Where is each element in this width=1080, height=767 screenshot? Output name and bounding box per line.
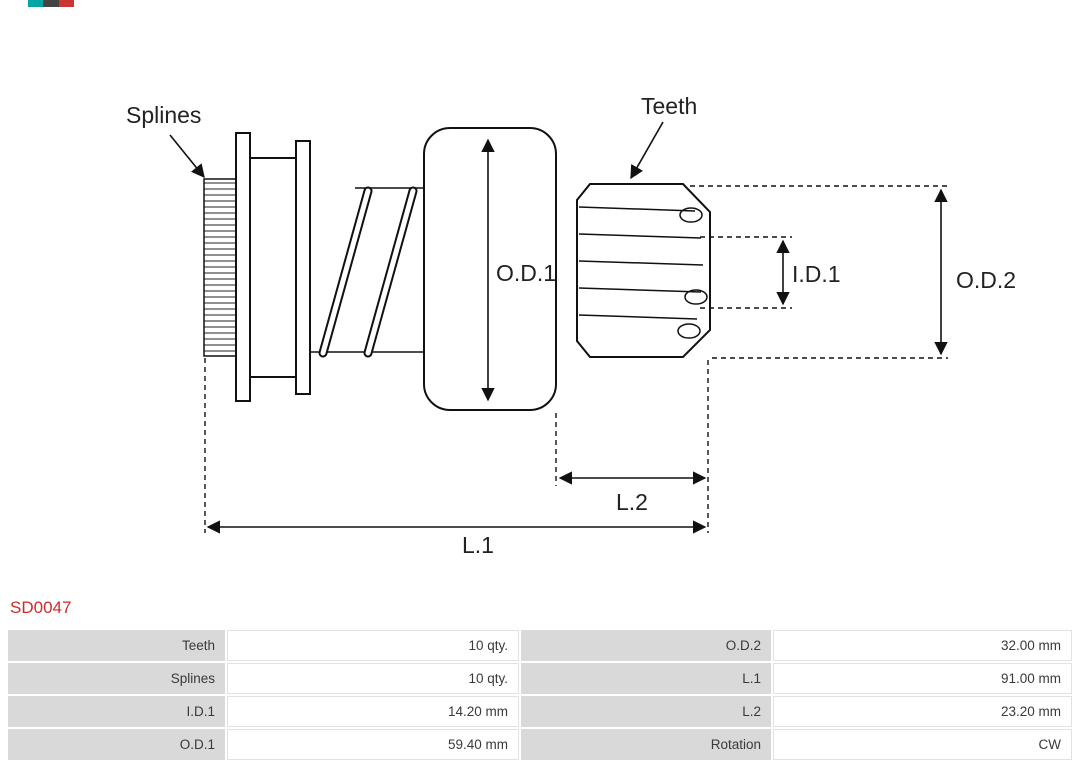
od1-label: O.D.1: [496, 260, 556, 286]
spec-value: 23.20 mm: [773, 696, 1072, 727]
l1-label: L.1: [462, 532, 494, 558]
technical-drawing: Splines Teeth O.D.1 I.D.1 O.D.2 L.2 L.1: [126, 93, 1016, 558]
spec-label: L.2: [521, 696, 771, 727]
spec-value: CW: [773, 729, 1072, 760]
starter-drive-drawing: Splines Teeth O.D.1 I.D.1 O.D.2 L.2 L.1: [126, 93, 1016, 558]
spec-value: 10 qty.: [227, 663, 519, 694]
spec-label: O.D.2: [521, 630, 771, 661]
logo-segment-red: [58, 0, 74, 7]
dimension-arrows: [206, 138, 948, 534]
spec-table: Teeth 10 qty. O.D.2 32.00 mm Splines 10 …: [8, 630, 1072, 760]
spec-label: O.D.1: [8, 729, 225, 760]
partial-logo: [28, 0, 74, 7]
spring: [318, 186, 418, 358]
teeth-label: Teeth: [641, 93, 697, 119]
splines-label: Splines: [126, 102, 201, 128]
spec-value: 32.00 mm: [773, 630, 1072, 661]
part-number: SD0047: [10, 598, 72, 617]
spec-label: Teeth: [8, 630, 225, 661]
pinion-gear: [576, 183, 711, 358]
spec-value: 10 qty.: [227, 630, 519, 661]
l2-label: L.2: [616, 489, 648, 515]
splined-shaft: [203, 178, 237, 357]
logo-segment-dark: [43, 0, 59, 7]
logo-segment-teal: [28, 0, 44, 7]
spec-value: 14.20 mm: [227, 696, 519, 727]
spec-value: 91.00 mm: [773, 663, 1072, 694]
spec-label: Rotation: [521, 729, 771, 760]
spec-label: Splines: [8, 663, 225, 694]
spec-label: L.1: [521, 663, 771, 694]
leader-arrows: [169, 121, 664, 180]
gear-teeth-lines: [578, 206, 708, 339]
id1-label: I.D.1: [792, 261, 841, 287]
extension-lines: [204, 185, 948, 533]
spec-label: I.D.1: [8, 696, 225, 727]
flange-assembly: [235, 132, 311, 402]
spec-value: 59.40 mm: [227, 729, 519, 760]
od2-label: O.D.2: [956, 267, 1016, 293]
